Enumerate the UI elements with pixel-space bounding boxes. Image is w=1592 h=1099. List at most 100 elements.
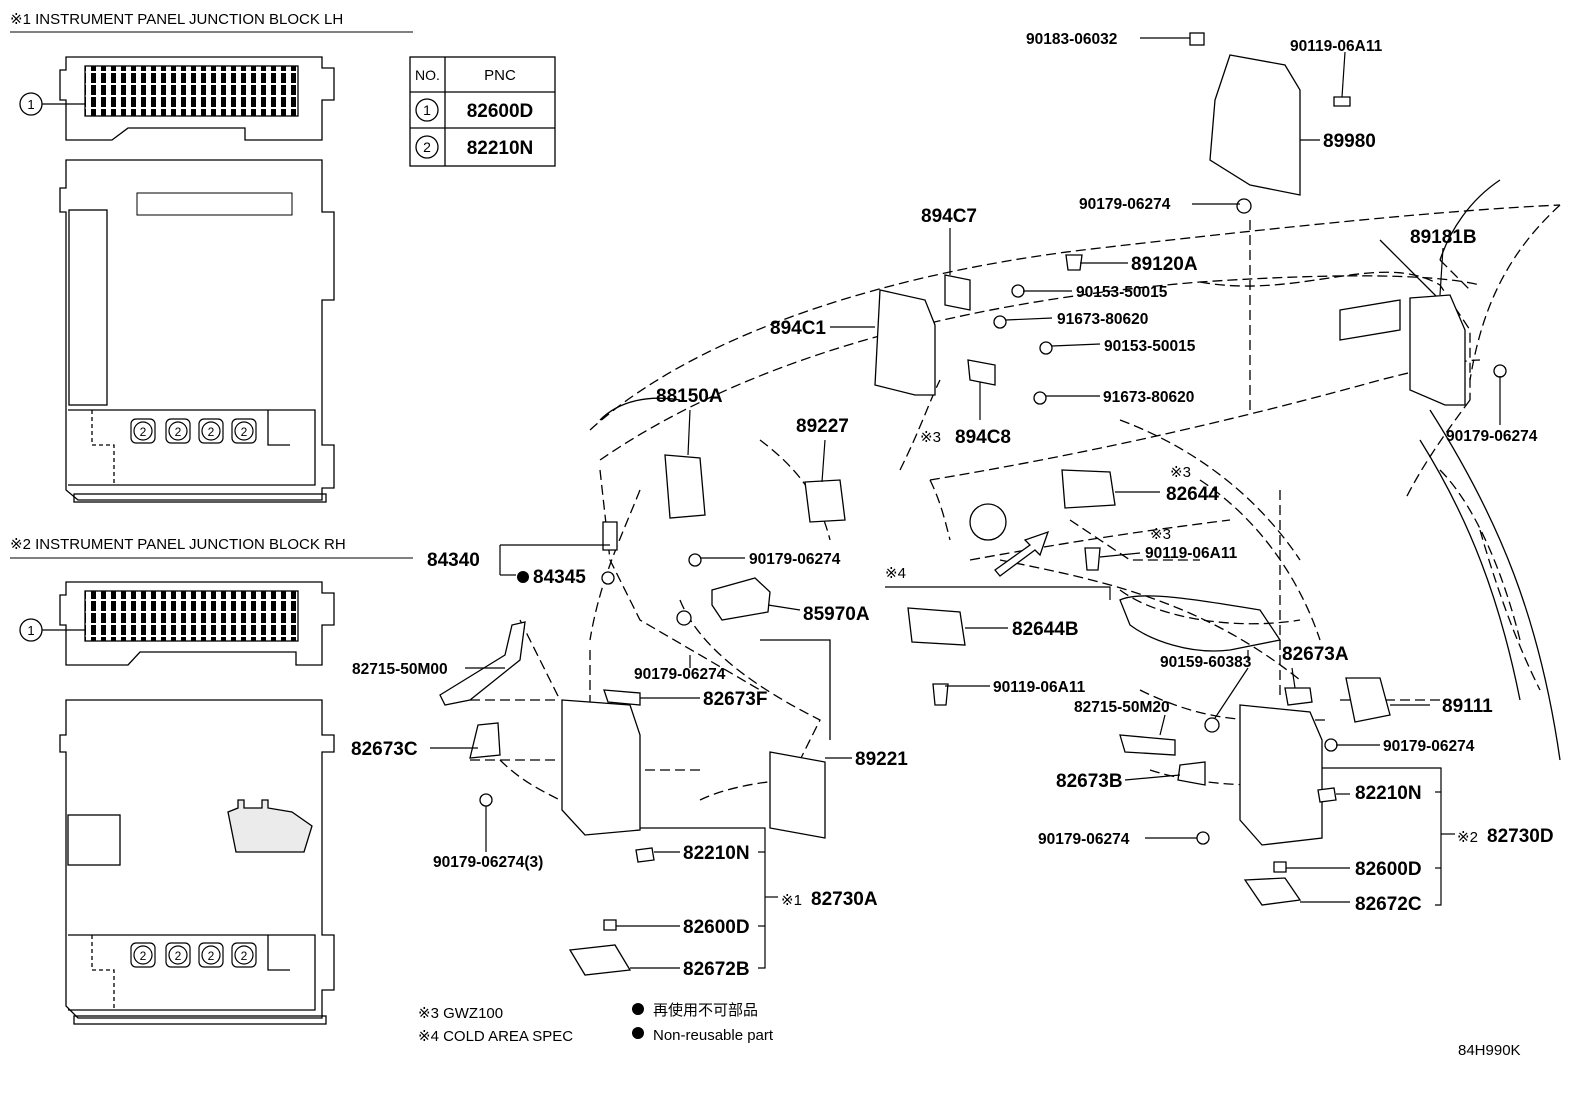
bolt-91673-80620-b-shape bbox=[1033, 391, 1047, 405]
instrument-panel-outline bbox=[470, 204, 1561, 801]
mark-3-c: ※3 bbox=[1150, 526, 1171, 543]
label-82715-50m00: 82715-50M00 bbox=[352, 661, 448, 678]
part-89181b-shape bbox=[1409, 294, 1466, 406]
part-82673f-shape bbox=[603, 689, 641, 706]
label-90153-50015-b: 90153-50015 bbox=[1104, 338, 1196, 355]
note-gwz100: ※3 GWZ100 bbox=[418, 1005, 503, 1022]
part-82715-50m00-shape bbox=[439, 621, 526, 706]
label-90179-06274-c: 90179-06274 bbox=[749, 551, 841, 568]
label-82600d-rh: 82600D bbox=[1355, 859, 1422, 880]
table-row-1-pnc: 82600D bbox=[467, 101, 534, 122]
part-84345-shape bbox=[601, 571, 615, 585]
pnc-table bbox=[409, 56, 556, 167]
part-88150a-shape bbox=[664, 454, 706, 519]
section-title-lh: ※1 INSTRUMENT PANEL JUNCTION BLOCK LH bbox=[10, 11, 343, 28]
part-82730d-shape bbox=[1239, 704, 1323, 846]
clip-90179-06274-g-shape bbox=[1196, 831, 1210, 845]
label-84340: 84340 bbox=[427, 550, 480, 571]
label-82600d-lh: 82600D bbox=[683, 917, 750, 938]
part-84340-shape bbox=[602, 521, 618, 551]
clip-90179-06274-c-shape bbox=[688, 553, 702, 567]
label-82715-50m20: 82715-50M20 bbox=[1074, 699, 1170, 716]
part-82730a-shape bbox=[561, 699, 641, 836]
part-82672b-shape bbox=[568, 944, 632, 976]
rh-callout-2a: 2 bbox=[140, 949, 147, 963]
label-90179-06274-b: 90179-06274 bbox=[1446, 428, 1538, 445]
part-894c7-shape bbox=[944, 274, 971, 311]
part-82715-50m20-shape bbox=[1119, 734, 1176, 756]
clip-90183-06032-shape bbox=[1189, 32, 1205, 46]
label-90183-06032: 90183-06032 bbox=[1026, 31, 1117, 48]
rh-callout-2b: 2 bbox=[175, 949, 182, 963]
part-89221-shape bbox=[769, 751, 826, 839]
table-row-2-no: 2 bbox=[423, 139, 431, 155]
table-row-2-pnc: 82210N bbox=[467, 138, 534, 159]
label-82644b: 82644B bbox=[1012, 619, 1079, 640]
label-90179-06274-3: 90179-06274(3) bbox=[433, 854, 543, 871]
lh-callout-2b: 2 bbox=[175, 425, 182, 439]
part-82673c-shape bbox=[469, 722, 501, 759]
part-89120a-shape bbox=[1065, 254, 1083, 271]
label-90119-06a11-c: 90119-06A11 bbox=[993, 679, 1086, 696]
label-82673b: 82673B bbox=[1056, 771, 1123, 792]
lh-junction-block-top bbox=[19, 56, 335, 141]
non-reusable-dot-84345 bbox=[517, 571, 529, 583]
label-90159-60383: 90159-60383 bbox=[1160, 654, 1252, 671]
bolt-90159-60383-shape bbox=[1204, 717, 1220, 733]
label-894c8: 894C8 bbox=[955, 427, 1011, 448]
legend-dot-jp bbox=[632, 1003, 644, 1015]
section-title-rh: ※2 INSTRUMENT PANEL JUNCTION BLOCK RH bbox=[10, 536, 346, 553]
part-82210n-rh-shape bbox=[1317, 787, 1337, 803]
rh-junction-block-top bbox=[19, 581, 335, 666]
label-85970a: 85970A bbox=[803, 604, 870, 625]
label-89111: 89111 bbox=[1442, 696, 1493, 717]
bolt-90119-06a11-b-shape bbox=[1084, 547, 1101, 571]
bolt-90153-50015-b-shape bbox=[1039, 341, 1053, 355]
legend-dot-en bbox=[632, 1027, 644, 1039]
label-90119-06a11-top: 90119-06A11 bbox=[1290, 38, 1383, 55]
mark-4: ※4 bbox=[885, 565, 906, 582]
rh-callout-2c: 2 bbox=[208, 949, 215, 963]
label-82644: 82644 bbox=[1166, 484, 1219, 505]
part-894c1-shape bbox=[874, 289, 936, 396]
label-82673a: 82673A bbox=[1282, 644, 1349, 665]
part-82644b-shape bbox=[907, 607, 966, 646]
lh-callout-2a: 2 bbox=[140, 425, 147, 439]
label-90153-50015-a: 90153-50015 bbox=[1076, 284, 1168, 301]
label-82210n-rh: 82210N bbox=[1355, 783, 1422, 804]
bolt-91673-80620-a-shape bbox=[993, 315, 1007, 329]
clip-90179-06274-b-shape bbox=[1493, 364, 1507, 378]
label-82730d: 82730D bbox=[1487, 826, 1554, 847]
label-894c7: 894C7 bbox=[921, 206, 977, 227]
note-non-reusable-en: Non-reusable part bbox=[653, 1027, 774, 1044]
bolt-90119-06a11-c-shape bbox=[932, 683, 949, 706]
lh-circled-2-row bbox=[130, 418, 257, 444]
label-90179-06274-g: 90179-06274 bbox=[1038, 831, 1130, 848]
label-90179-06274-d: 90179-06274 bbox=[634, 666, 726, 683]
label-89227: 89227 bbox=[796, 416, 849, 437]
part-82673a-shape bbox=[1284, 687, 1313, 706]
table-header-pnc: PNC bbox=[484, 67, 516, 84]
mark-3-b: ※3 bbox=[1170, 464, 1191, 481]
mark-3-a: ※3 bbox=[920, 429, 941, 446]
part-82600d-rh-shape bbox=[1273, 861, 1287, 873]
label-89120a: 89120A bbox=[1131, 254, 1198, 275]
label-90179-06274-f: 90179-06274 bbox=[1383, 738, 1475, 755]
rh-callout-2d: 2 bbox=[241, 949, 248, 963]
lh-callout-2d: 2 bbox=[241, 425, 248, 439]
label-88150a: 88150A bbox=[656, 386, 723, 407]
part-82644-shape bbox=[1061, 469, 1116, 509]
clip-90179-06274-a-shape bbox=[1236, 198, 1252, 214]
label-82672b: 82672B bbox=[683, 959, 750, 980]
direction-arrow bbox=[994, 530, 1050, 577]
leader-lines bbox=[430, 37, 1501, 969]
label-89980: 89980 bbox=[1323, 131, 1376, 152]
part-89227-shape bbox=[804, 479, 846, 523]
label-91673-80620-b: 91673-80620 bbox=[1103, 389, 1194, 406]
label-84345: 84345 bbox=[533, 567, 586, 588]
label-82210n-lh: 82210N bbox=[683, 843, 750, 864]
label-82673c: 82673C bbox=[351, 739, 418, 760]
clip-90179-06274-d-shape bbox=[676, 610, 692, 626]
part-82673b-shape bbox=[1177, 761, 1206, 786]
part-82210n-lh-shape bbox=[635, 847, 655, 863]
